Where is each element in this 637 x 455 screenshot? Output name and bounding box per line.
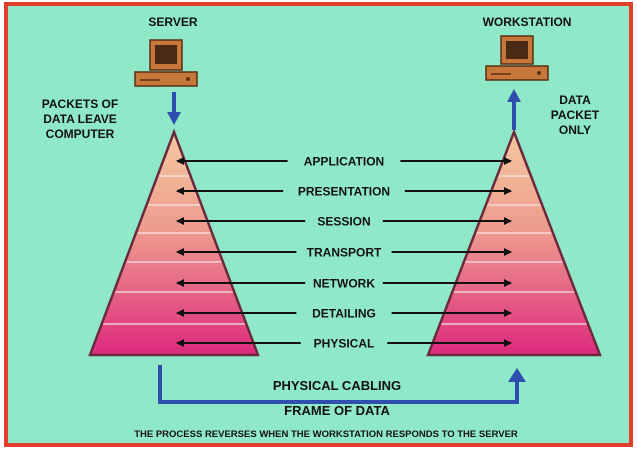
osi-layer-presentation: PRESENTATION	[176, 185, 512, 199]
layer-label: PRESENTATION	[298, 185, 390, 199]
layer-label: APPLICATION	[304, 155, 384, 169]
layer-label: DETAILING	[312, 307, 376, 321]
packets-leave-line-3: COMPUTER	[46, 127, 115, 141]
physical-cabling-label: PHYSICAL CABLING	[273, 378, 401, 393]
server-pyramid-layer-dividers	[103, 175, 245, 325]
data-packet-line-1: DATA	[559, 93, 591, 107]
layer-label: TRANSPORT	[307, 246, 382, 260]
osi-layer-rows: APPLICATION PRESENTATION SESSION TRANSPORT N…	[176, 155, 512, 351]
workstation-pyramid	[426, 128, 602, 357]
layer-label: PHYSICAL	[314, 337, 375, 351]
server-down-arrow	[167, 92, 181, 125]
data-packet-line-2: PACKET	[551, 108, 600, 122]
server-label: SERVER	[148, 15, 197, 29]
layer-label: SESSION	[317, 215, 370, 229]
workstation-computer-icon	[485, 35, 549, 81]
osi-layer-application: APPLICATION	[176, 155, 512, 169]
footer-note: THE PROCESS REVERSES WHEN THE WORKSTATIO…	[134, 429, 518, 440]
layer-label: NETWORK	[313, 277, 375, 291]
packets-leave-line-2: DATA LEAVE	[43, 112, 117, 126]
physical-cabling-path	[158, 365, 526, 404]
osi-layer-physical: PHYSICAL	[176, 337, 512, 351]
data-packet-line-3: ONLY	[559, 123, 591, 137]
osi-layer-detailing: DETAILING	[176, 307, 512, 321]
workstation-up-arrow	[507, 89, 521, 130]
packets-leave-line-1: PACKETS OF	[42, 97, 118, 111]
osi-layer-transport: TRANSPORT	[176, 246, 512, 260]
frame-of-data-label: FRAME OF DATA	[284, 403, 390, 418]
osi-layer-session: SESSION	[176, 215, 512, 229]
osi-layer-network: NETWORK	[176, 277, 512, 291]
server-pyramid	[88, 128, 260, 357]
workstation-pyramid-layer-dividers	[441, 175, 587, 325]
server-computer-icon	[134, 39, 198, 87]
workstation-label: WORKSTATION	[483, 15, 572, 29]
